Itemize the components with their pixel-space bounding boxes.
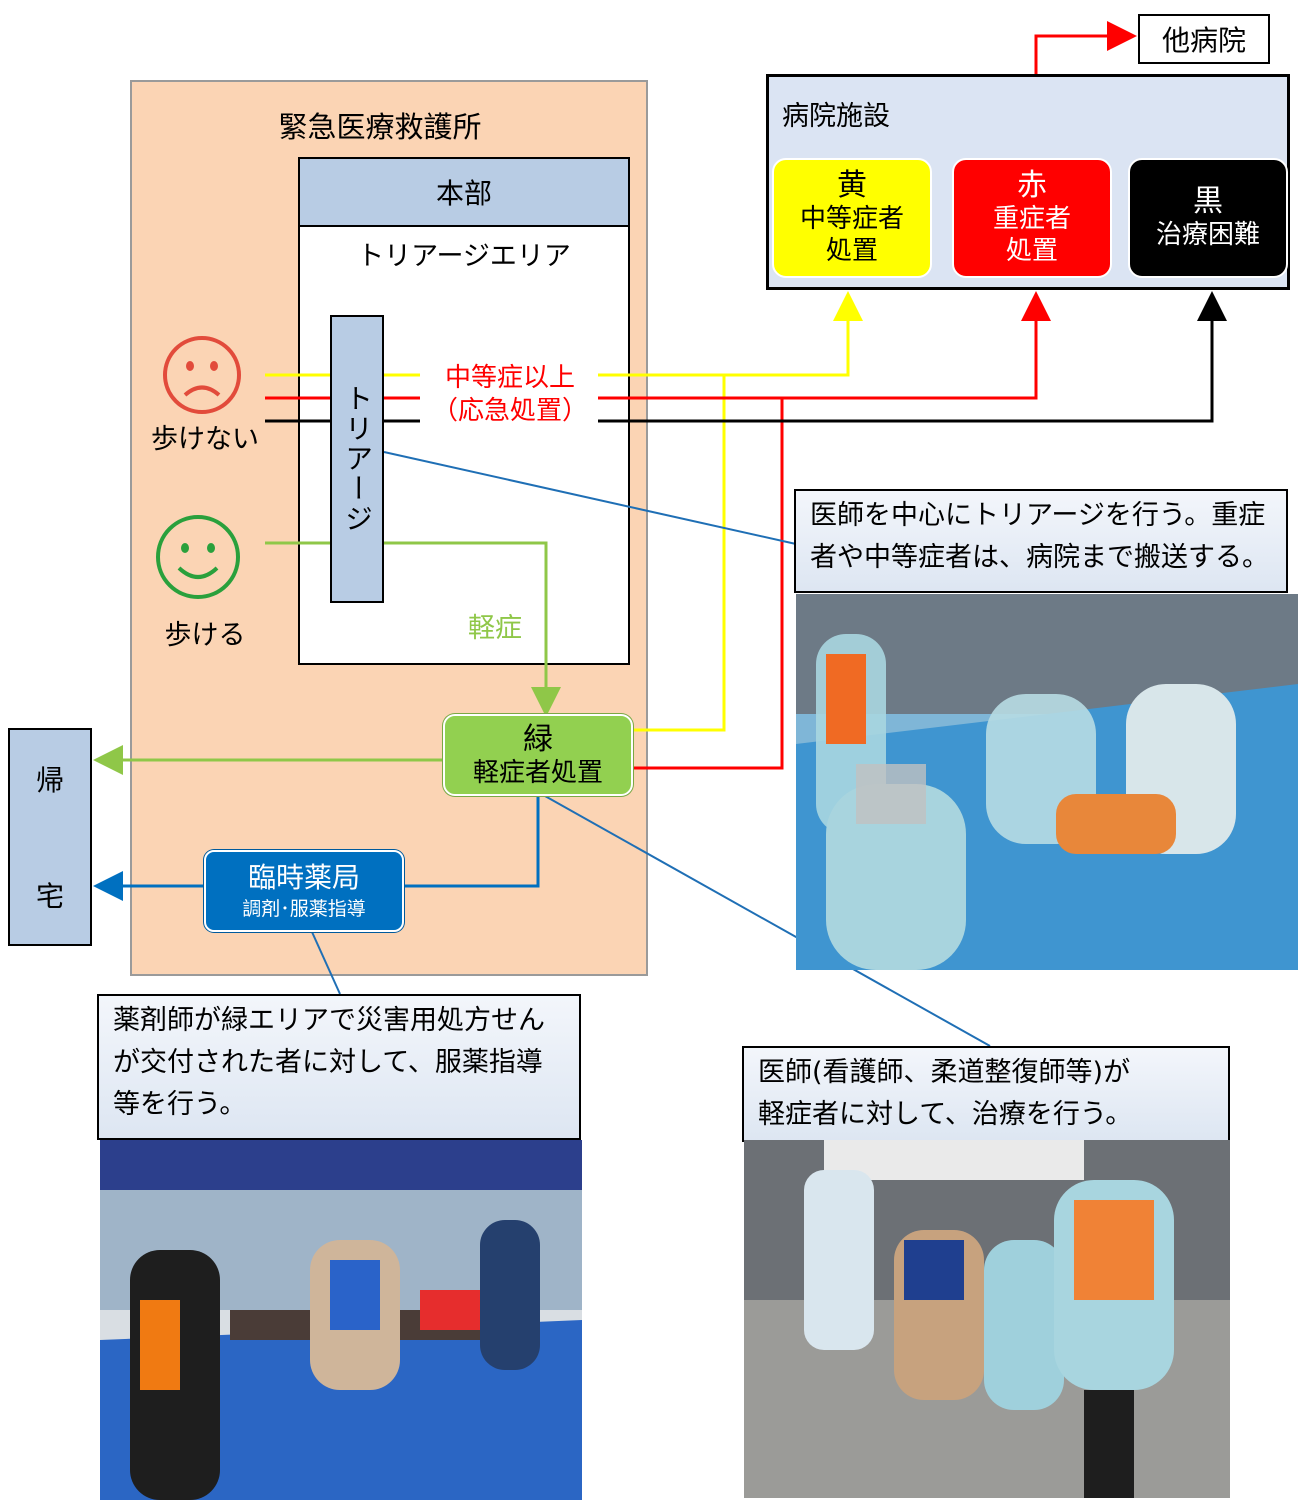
mild-note-line2: 軽症者に対して、治療を行う。 — [758, 1099, 1133, 1130]
can-walk-label: 歩ける — [164, 619, 246, 651]
pharmacy-title: 臨時薬局 — [247, 861, 360, 894]
hospital-facility-label: 病院施設 — [782, 100, 890, 132]
black-route — [265, 291, 1227, 423]
temporary-pharmacy-box: 臨時薬局 調剤･服薬指導 — [204, 850, 404, 932]
mild-label: 軽症 — [468, 612, 522, 644]
triage-bar: トリアージ — [330, 315, 384, 603]
red-treatment-box: 赤 重症者 処置 — [952, 158, 1112, 278]
yellow-route — [265, 291, 863, 732]
happy-face-icon — [156, 515, 240, 599]
triage-label: トリアージ — [341, 384, 374, 534]
green-title: 緑 — [523, 722, 553, 757]
doctor-note-line2: 者や中等症者は、病院まで搬送する。 — [810, 542, 1269, 573]
other-hospital-box: 他病院 — [1138, 14, 1270, 64]
doctor-note-line1: 医師を中心にトリアージを行う。重症 — [810, 500, 1266, 531]
mild-note-line1: 医師(看護師、柔道整復師等)が — [758, 1057, 1131, 1088]
black-line1: 治療困難 — [1155, 220, 1260, 250]
yellow-title: 黄 — [837, 168, 867, 203]
pharmacist-note-line2: が交付された者に対して、服薬指導 — [113, 1047, 543, 1078]
return-home-char2: 宅 — [35, 880, 64, 913]
headquarters-label: 本部 — [435, 177, 492, 210]
doctor-triage-note: 医師を中心にトリアージを行う。重症 者や中等症者は、病院まで搬送する。 — [794, 489, 1288, 593]
moderate-or-severe-label: 中等症以上 （応急処置） — [405, 362, 615, 428]
yellow-line2: 処置 — [825, 236, 878, 266]
mild-treatment-note: 医師(看護師、柔道整復師等)が 軽症者に対して、治療を行う。 — [742, 1046, 1230, 1142]
return-home-char1: 帰 — [35, 764, 64, 797]
headquarters-box: 本部 — [298, 157, 630, 227]
black-treatment-box: 黒 治療困難 — [1128, 158, 1288, 278]
red-line2: 処置 — [1005, 236, 1058, 266]
triage-area-label: トリアージエリア — [357, 240, 571, 272]
sad-face-icon — [163, 336, 241, 414]
pharmacy-subtitle: 調剤･服薬指導 — [242, 898, 366, 920]
moderate-or-severe-line2: （応急処置） — [431, 396, 588, 426]
yellow-line1: 中等症者 — [799, 204, 904, 234]
pharmacist-note-line1: 薬剤師が緑エリアで災害用処方せん — [113, 1005, 545, 1036]
green-route — [93, 541, 561, 775]
triage-drill-photo — [796, 594, 1298, 970]
red-line1: 重症者 — [992, 204, 1071, 234]
moderate-or-severe-line1: 中等症以上 — [444, 363, 575, 393]
green-subtitle: 軽症者処置 — [472, 758, 603, 788]
treatment-drill-photo — [744, 1140, 1230, 1498]
pharmacist-note-line3: 等を行う。 — [113, 1089, 247, 1120]
pharmacist-note: 薬剤師が緑エリアで災害用処方せん が交付された者に対して、服薬指導 等を行う。 — [97, 994, 581, 1140]
callout-connectors — [311, 451, 991, 1047]
cannot-walk-label: 歩けない — [151, 423, 259, 455]
green-treatment-box: 緑 軽症者処置 — [443, 714, 633, 796]
pharmacy-route — [93, 796, 540, 901]
yellow-treatment-box: 黄 中等症者 処置 — [772, 158, 932, 278]
red-title: 赤 — [1017, 168, 1047, 203]
return-home-box: 帰 宅 — [8, 728, 92, 946]
pharmacy-drill-photo — [100, 1140, 582, 1500]
station-title: 緊急医療救護所 — [278, 110, 482, 144]
black-title: 黒 — [1193, 184, 1223, 219]
